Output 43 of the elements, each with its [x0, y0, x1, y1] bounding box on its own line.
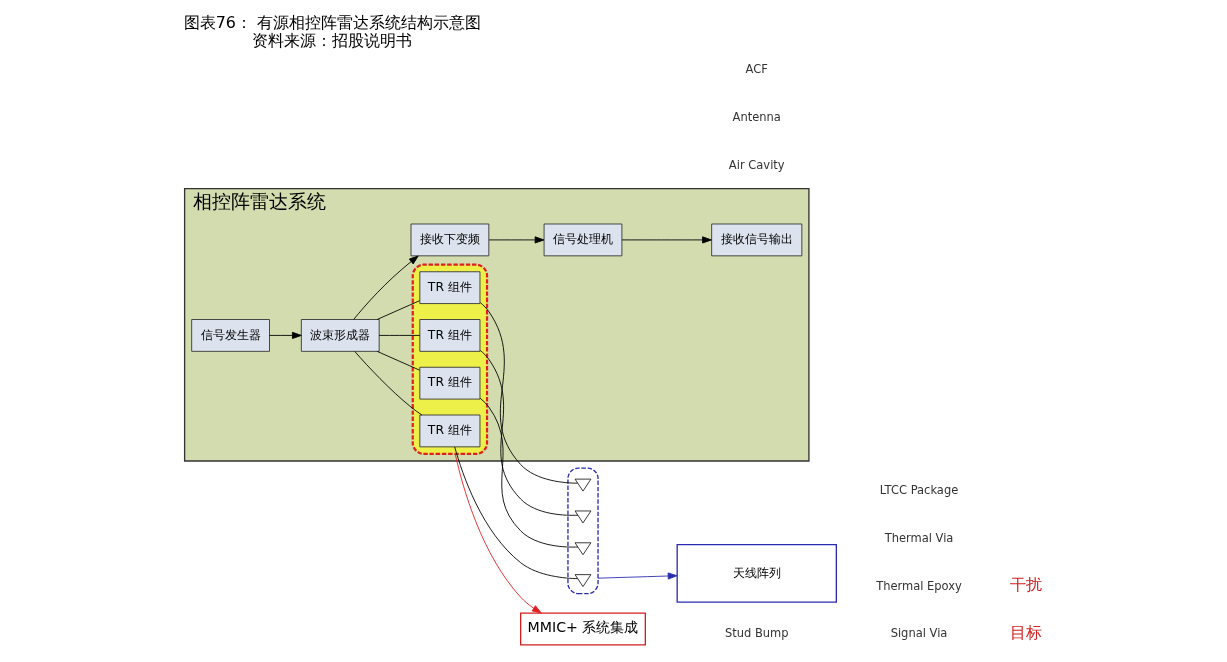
- diagram-title: 图表76： 有源相控阵雷达系统结构示意图: [183, 13, 481, 33]
- node-antenna: [574, 478, 592, 492]
- node-box: 接收下变频: [410, 223, 490, 257]
- arrow: [621, 236, 712, 244]
- connector: [378, 335, 421, 336]
- node-box: TR 组件: [419, 271, 481, 305]
- arrow: [353, 255, 419, 320]
- node-box: 信号处理机: [543, 223, 623, 257]
- label: 目标: [1009, 623, 1042, 643]
- cluster: [411, 263, 489, 456]
- cluster: [567, 467, 599, 595]
- node-box: TR 组件: [419, 319, 481, 352]
- node-box: TR 组件: [419, 366, 481, 400]
- node-box: TR 组件: [419, 414, 481, 448]
- arrow: [269, 331, 302, 339]
- connector: [479, 397, 579, 548]
- node-antenna: [574, 542, 592, 556]
- connector: [479, 350, 579, 516]
- node-box: MMIC+ 系统集成: [520, 612, 646, 646]
- connector: [376, 300, 420, 320]
- label: Antenna: [732, 109, 781, 124]
- node-antenna: [574, 574, 592, 587]
- node-box: 天线阵列: [676, 543, 837, 603]
- label: Signal Via: [890, 626, 948, 641]
- connector: [479, 302, 578, 484]
- label: Thermal Via: [884, 530, 954, 545]
- node-box: 信号发生器: [191, 319, 270, 352]
- node-box: 接收信号输出: [711, 223, 803, 257]
- label: Stud Bump: [724, 626, 789, 641]
- label: 干扰: [1009, 575, 1042, 595]
- connector: [376, 351, 420, 371]
- label: LTCC Package: [879, 483, 959, 498]
- arrow: [597, 572, 678, 580]
- node-box: 波束形成器: [300, 319, 380, 352]
- node-antenna: [574, 510, 592, 524]
- caption: 资料来源：招股说明书: [252, 30, 413, 50]
- label: Thermal Epoxy: [876, 578, 962, 593]
- connector: [354, 351, 423, 416]
- label: Air Cavity: [728, 157, 785, 172]
- arrow: [454, 453, 542, 614]
- label: ACF: [745, 62, 768, 77]
- arrow: [488, 236, 545, 244]
- connector: [454, 446, 578, 580]
